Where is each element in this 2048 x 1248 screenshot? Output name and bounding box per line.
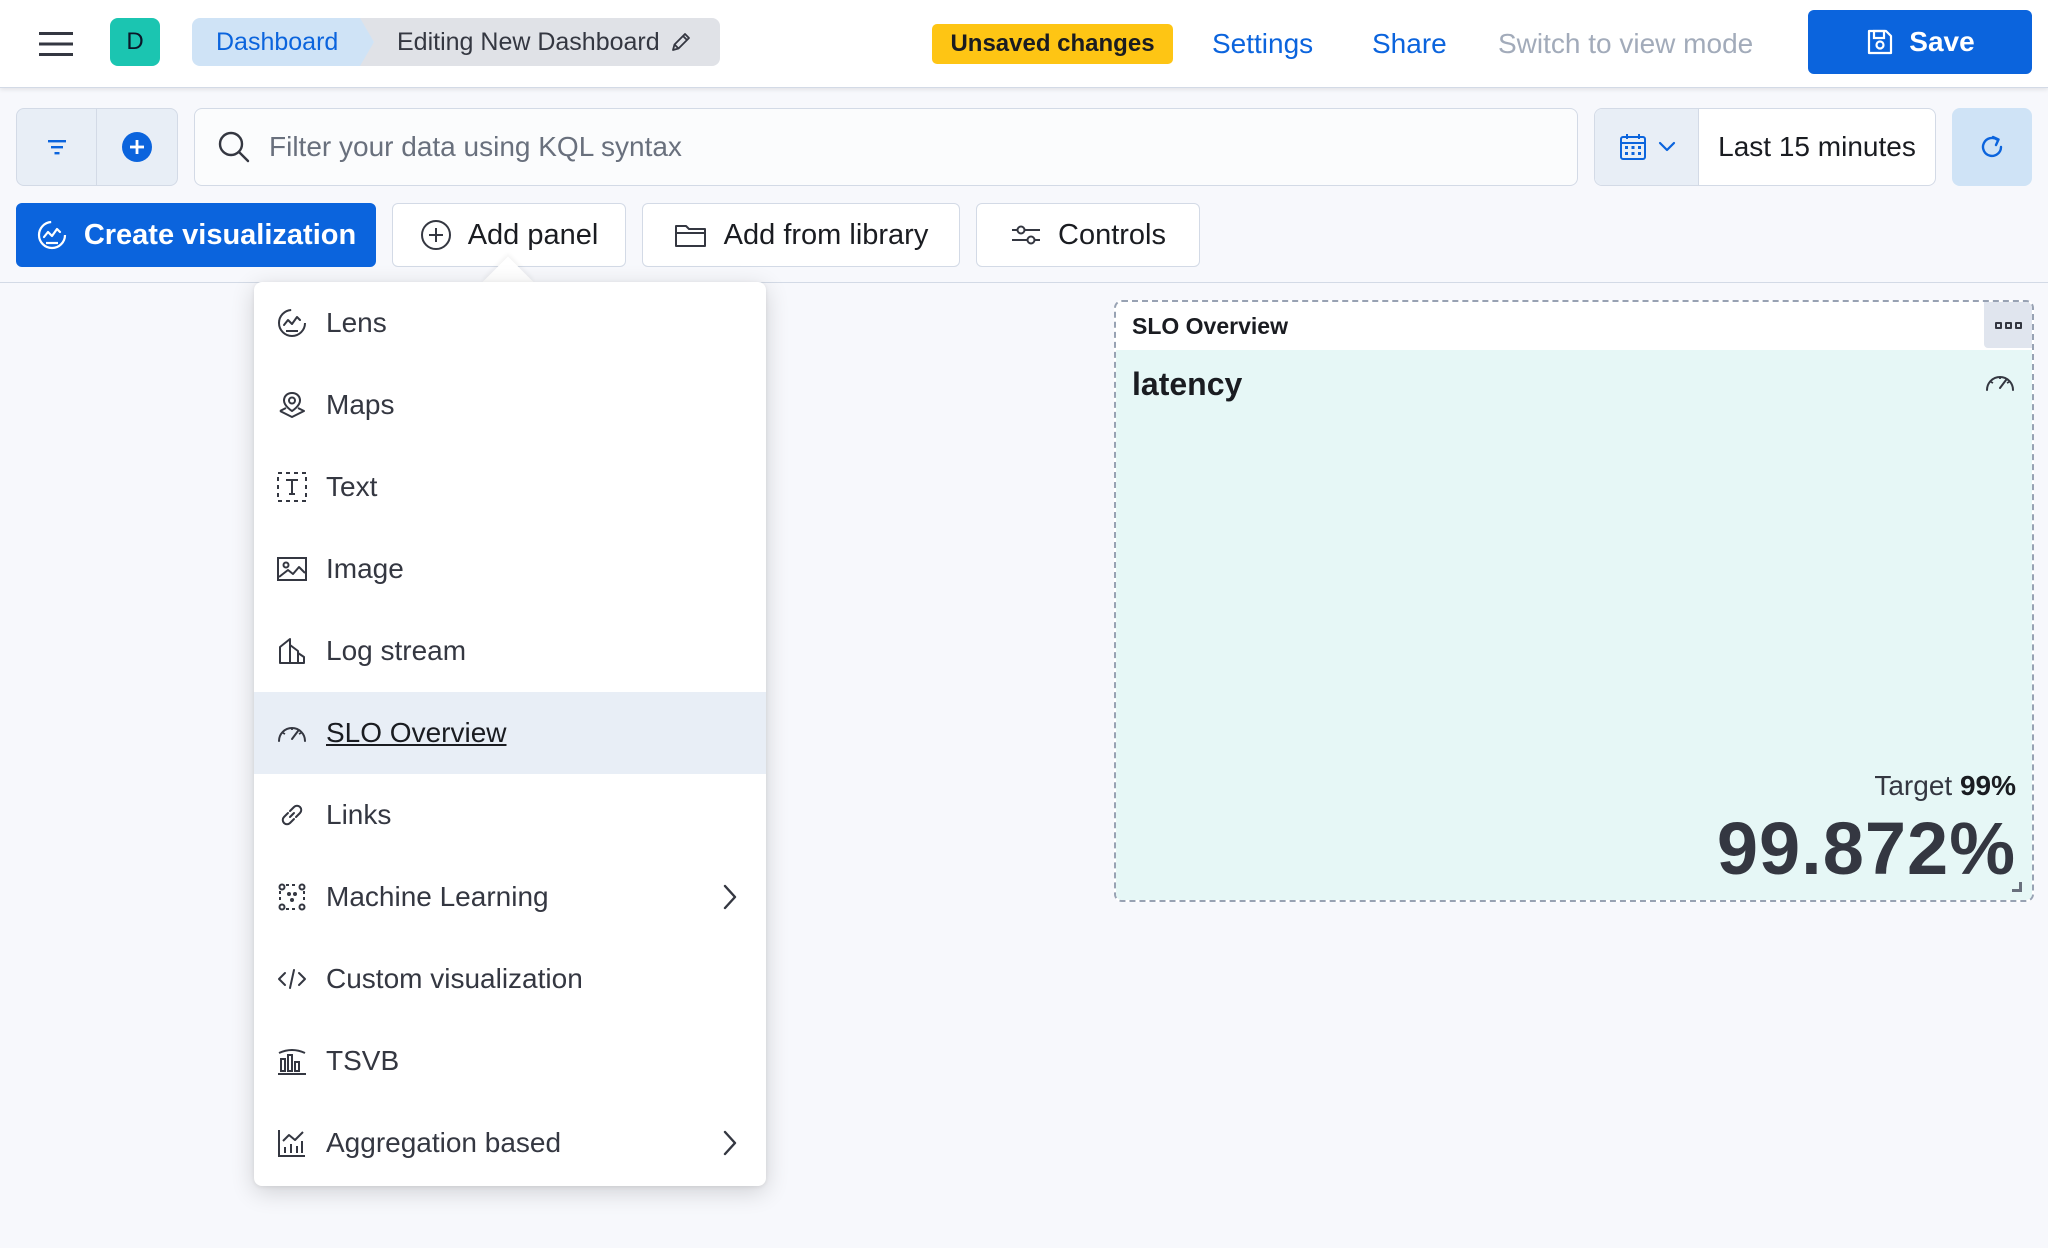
refresh-button[interactable] <box>1952 108 2032 186</box>
settings-link[interactable]: Settings <box>1212 28 1314 59</box>
menu-icon <box>39 32 73 56</box>
menu-item-tsvb[interactable]: TSVB <box>254 1020 766 1102</box>
menu-item-lens[interactable]: Lens <box>254 282 766 364</box>
menu-item-label: Log stream <box>326 635 467 666</box>
save-button-label: Save <box>1909 26 1975 57</box>
slo-target-value: 99% <box>1959 770 2016 801</box>
gauge-icon <box>1986 376 2014 391</box>
maps-icon <box>274 387 310 423</box>
menu-item-log-stream[interactable]: Log stream <box>254 610 766 692</box>
aggregation-icon <box>274 1125 310 1161</box>
lens-icon <box>37 220 66 250</box>
add-panel-menu: Lens Maps Text Image Log stream SLO Over… <box>254 282 766 1186</box>
panel-title: SLO Overview <box>1132 312 1288 339</box>
text-icon <box>274 469 310 505</box>
menu-item-slo-overview[interactable]: SLO Overview <box>254 692 766 774</box>
slo-card[interactable]: latency Target 99% 99.872% <box>1116 350 2032 900</box>
menu-item-label: TSVB <box>326 1045 400 1076</box>
menu-item-label: Aggregation based <box>326 1127 562 1158</box>
time-range-display[interactable]: Last 15 minutes <box>1718 131 1916 162</box>
gauge-icon <box>274 715 310 751</box>
slo-target-label: Target <box>1874 770 1953 801</box>
filter-button-group <box>16 108 178 186</box>
image-icon <box>274 551 310 587</box>
dot <box>2014 321 2022 329</box>
save-button[interactable]: Save <box>1808 10 2032 74</box>
menu-item-label: Image <box>326 553 404 584</box>
plus-circle-icon <box>122 132 152 162</box>
create-visualization-label: Create visualization <box>83 218 357 251</box>
calendar-icon <box>1619 134 1646 160</box>
menu-item-label: Custom visualization <box>326 963 583 994</box>
menu-item-aggregation-based[interactable]: Aggregation based <box>254 1102 766 1184</box>
menu-item-text[interactable]: Text <box>254 446 766 528</box>
chevron-down-icon <box>1658 141 1675 152</box>
refresh-icon <box>1981 135 2003 158</box>
controls-button[interactable]: Controls <box>976 203 1200 267</box>
menu-item-custom-visualization[interactable]: Custom visualization <box>254 938 766 1020</box>
slo-overview-panel[interactable]: SLO Overview latency Target 99% 99.872% <box>1114 300 2034 902</box>
controls-icon <box>1012 225 1040 245</box>
add-panel-label: Add panel <box>467 218 599 251</box>
link-icon <box>274 797 310 833</box>
log-stream-icon <box>274 633 310 669</box>
dot <box>2004 321 2012 329</box>
menu-item-label: Machine Learning <box>326 881 549 912</box>
kql-search-input[interactable] <box>269 131 1469 163</box>
menu-item-label: Maps <box>326 389 395 420</box>
menu-item-image[interactable]: Image <box>254 528 766 610</box>
filter-icon <box>47 140 66 155</box>
toolbar-divider <box>0 282 2048 283</box>
menu-item-maps[interactable]: Maps <box>254 364 766 446</box>
panel-resize-handle[interactable] <box>2012 882 2022 892</box>
slo-value: 99.872% <box>1716 807 2016 890</box>
machine-learning-icon <box>274 879 310 915</box>
dot <box>1994 321 2002 329</box>
hamburger-menu-button[interactable] <box>32 22 80 66</box>
tsvb-icon <box>274 1043 310 1079</box>
controls-label: Controls <box>1058 218 1166 251</box>
breadcrumb-dashboard[interactable]: Dashboard <box>192 18 374 66</box>
lens-icon <box>274 305 310 341</box>
breadcrumb-current[interactable]: Editing New Dashboard <box>360 18 720 66</box>
menu-item-label: SLO Overview <box>326 717 507 748</box>
unsaved-changes-badge: Unsaved changes <box>932 24 1173 64</box>
filter-options-button[interactable] <box>17 109 96 185</box>
menu-item-label: Lens <box>326 307 387 338</box>
menu-item-label: Text <box>326 471 378 502</box>
share-link[interactable]: Share <box>1372 28 1447 59</box>
plus-circle-icon <box>420 220 451 250</box>
chevron-right-icon <box>723 1130 737 1156</box>
menu-item-label: Links <box>326 799 392 830</box>
quick-select-button[interactable] <box>1595 109 1699 185</box>
slo-target: Target 99% <box>1874 770 2016 802</box>
add-filter-button[interactable] <box>96 109 177 185</box>
folder-icon <box>674 225 706 247</box>
add-from-library-button[interactable]: Add from library <box>642 203 960 267</box>
breadcrumb-current-label: Editing New Dashboard <box>397 27 660 56</box>
chevron-right-icon <box>723 884 737 910</box>
switch-to-view-mode-link[interactable]: Switch to view mode <box>1498 28 1754 59</box>
date-picker: Last 15 minutes <box>1594 108 1936 186</box>
code-icon <box>274 961 310 997</box>
search-icon <box>218 131 250 163</box>
panel-options-button[interactable] <box>1984 302 2032 348</box>
save-icon <box>1868 29 1893 55</box>
kql-search-bar <box>194 108 1578 186</box>
slo-name: latency <box>1132 366 1243 402</box>
create-visualization-button[interactable]: Create visualization <box>16 203 376 267</box>
pencil-icon <box>671 33 690 51</box>
top-header: D Dashboard Editing New Dashboard Unsave… <box>0 0 2048 88</box>
space-avatar[interactable]: D <box>110 18 160 66</box>
menu-item-machine-learning[interactable]: Machine Learning <box>254 856 766 938</box>
add-from-library-label: Add from library <box>723 218 929 251</box>
menu-item-links[interactable]: Links <box>254 774 766 856</box>
